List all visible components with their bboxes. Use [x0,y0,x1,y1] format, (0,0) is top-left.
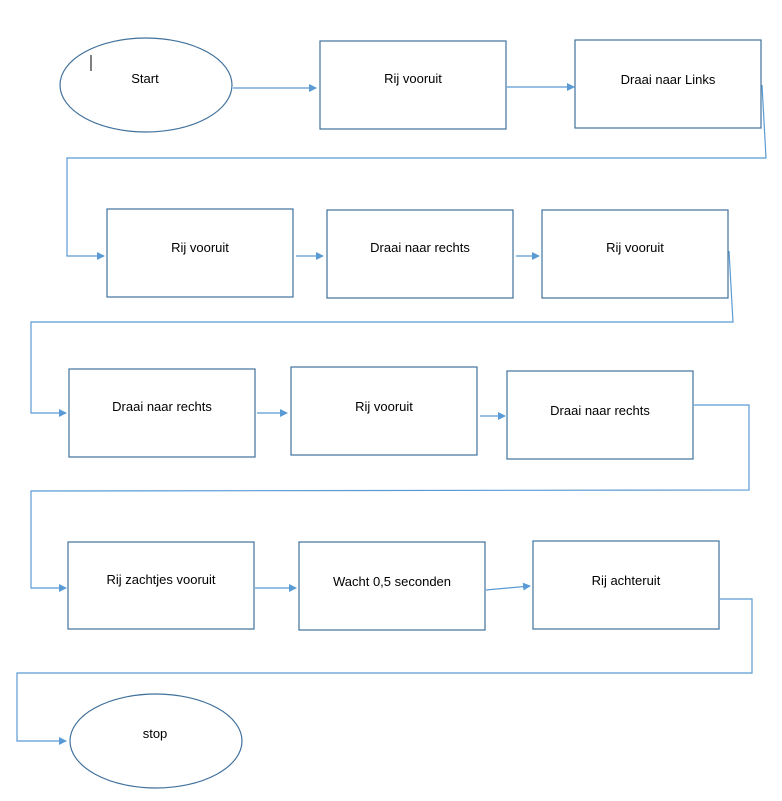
start-node: Start [59,37,233,133]
step-7-label: Rij vooruit [355,399,413,414]
connector-n10-to-n11 [485,582,531,591]
step-10-box: Wacht 0,5 seconden [298,541,486,631]
step-3-box: Rij vooruit [106,208,294,298]
step-3-label: Rij vooruit [171,240,229,255]
step-1-box: Rij vooruit [319,40,507,130]
step-5-label: Rij vooruit [606,240,664,255]
step-5-box: Rij vooruit [541,209,729,299]
connector-n5-to-n6 [30,250,734,417]
stop-label: stop [143,726,168,741]
step-1-label: Rij vooruit [384,71,442,86]
step-4-label: Draai naar rechts [370,240,470,255]
step-2-label: Draai naar Links [621,72,716,87]
step-6-box: Draai naar rechts [68,368,256,458]
step-11-box: Rij achteruit [532,540,720,630]
step-7-box: Rij vooruit [290,366,478,456]
step-6-label: Draai naar rechts [112,399,212,414]
step-11-label: Rij achteruit [592,573,661,588]
step-8-label: Draai naar rechts [550,403,650,418]
connector-n11-to-stop [16,598,753,745]
step-9-label: Rij zachtjes vooruit [106,572,215,587]
step-9-box: Rij zachtjes vooruit [67,541,255,630]
step-8-box: Draai naar rechts [506,370,694,460]
stop-node: stop [69,693,243,789]
connector-n8-to-n9 [30,404,750,592]
connector-n2-to-n3 [66,84,767,260]
step-2-box: Draai naar Links [574,39,762,129]
step-4-box: Draai naar rechts [326,209,514,299]
start-label: Start [131,71,159,86]
step-10-label: Wacht 0,5 seconden [333,574,451,589]
